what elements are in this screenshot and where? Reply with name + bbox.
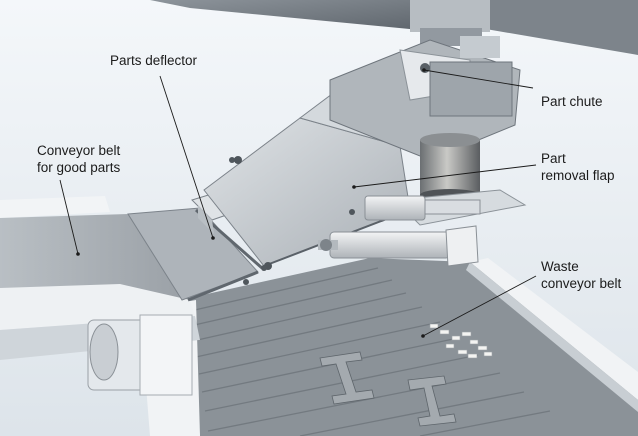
- waste-conveyor-label: Waste conveyor belt: [541, 259, 622, 291]
- part-chute-dot: [422, 68, 426, 72]
- parts-deflector-label: Parts deflector: [110, 53, 198, 68]
- pneumatic-cylinder-upper: [364, 195, 481, 221]
- conveyor-good-label: Conveyor belt for good parts: [37, 143, 121, 175]
- rejected-part-2: [407, 375, 457, 427]
- scrap-pile: [429, 323, 493, 359]
- part-chute-label: Part chute: [541, 94, 603, 109]
- conveyor-good-leader: [59, 179, 79, 255]
- parts-deflector-leader: [159, 75, 214, 239]
- parts-deflector-dot: [211, 236, 215, 240]
- part-chute-assembly: [329, 36, 521, 161]
- part-chute-leader: [423, 69, 534, 89]
- conveyor-good-dot: [76, 252, 80, 256]
- rejected-part-1: [319, 351, 375, 405]
- part-removal-flap-label: Part removal flap: [541, 151, 615, 183]
- pneumatic-cylinder-lower: [318, 225, 479, 267]
- waste-conveyor-leader: [422, 275, 537, 337]
- bolts: [229, 157, 355, 285]
- waste-conveyor-dot: [421, 334, 425, 338]
- part-removal-flap-dot: [352, 185, 356, 189]
- part-removal-flap-leader: [353, 164, 537, 188]
